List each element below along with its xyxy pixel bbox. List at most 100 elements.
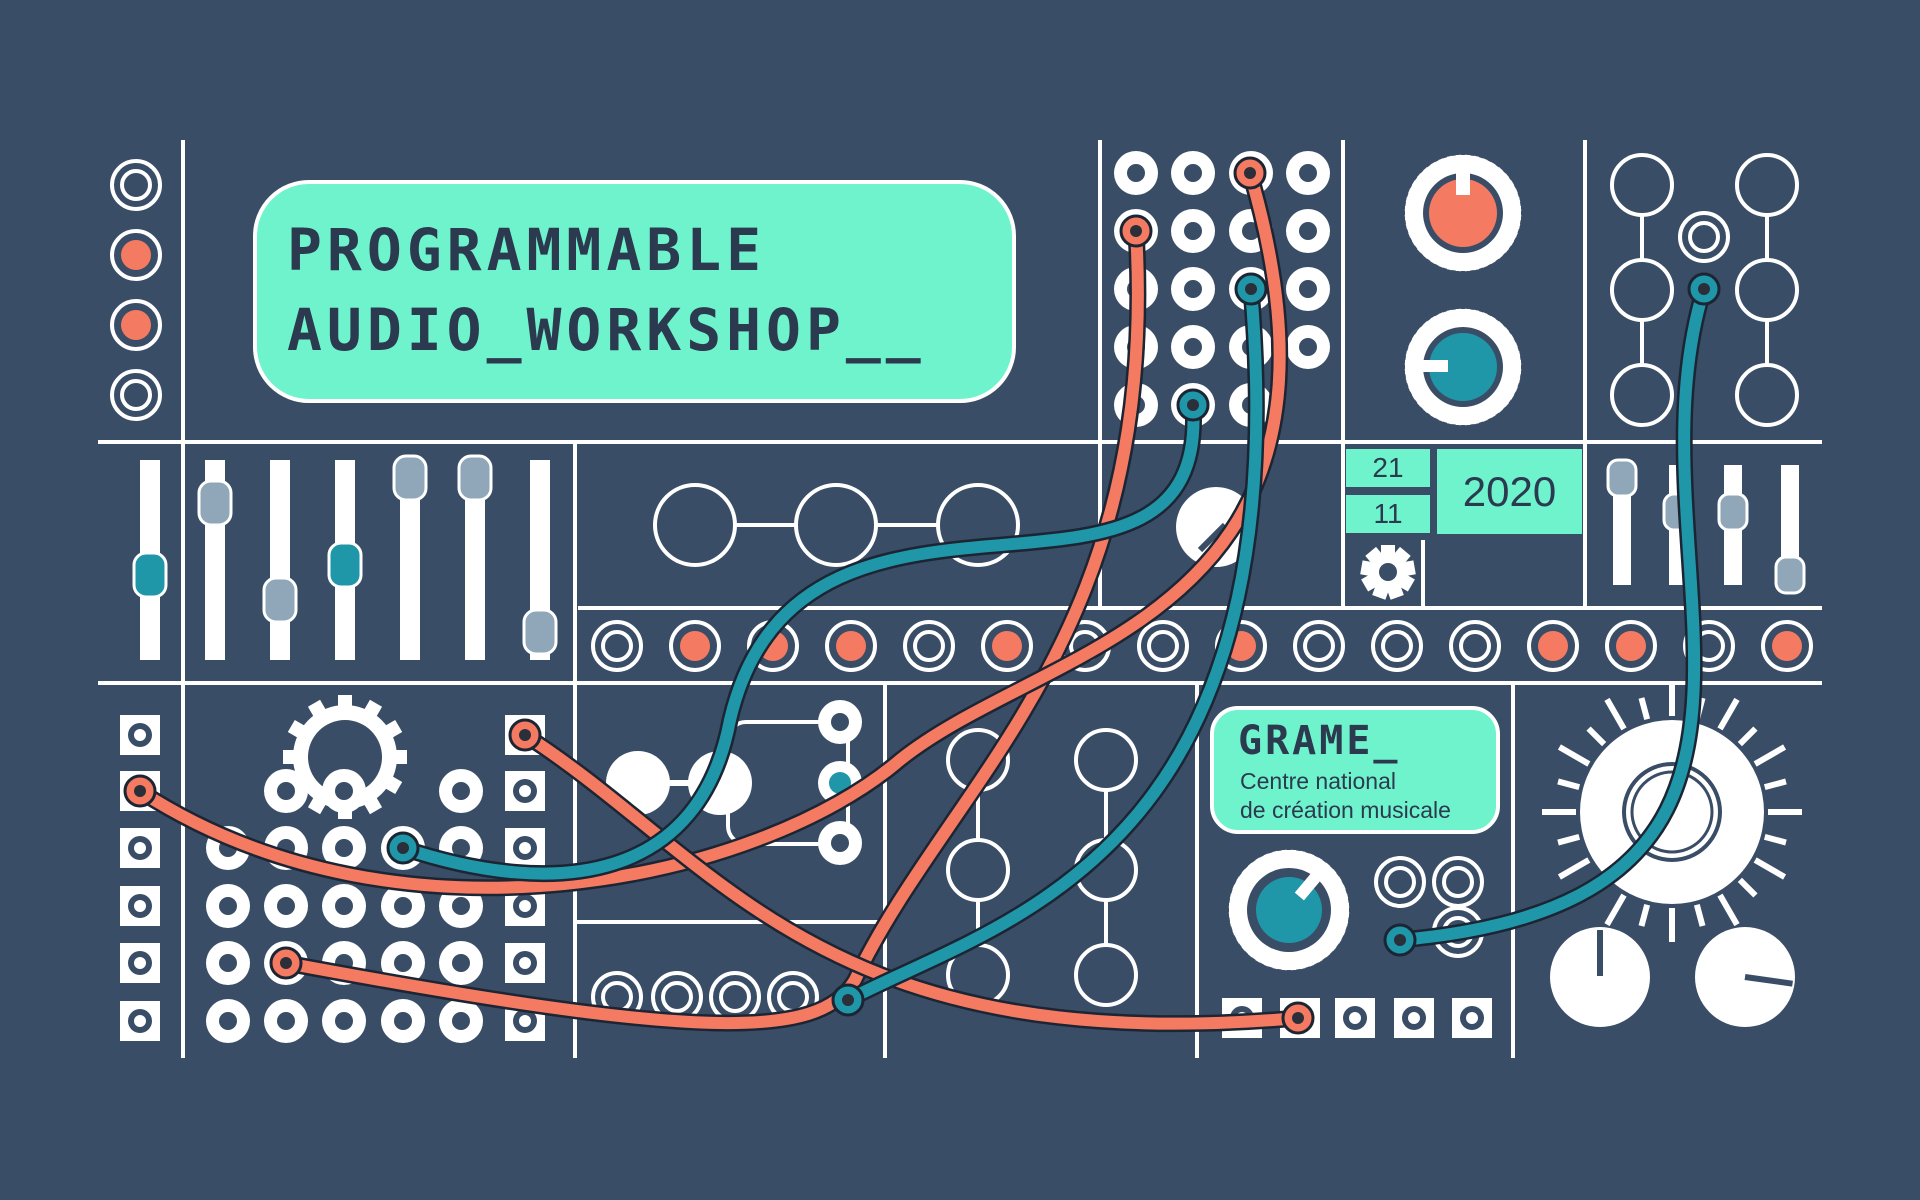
jack-socket-icon (505, 943, 545, 983)
fader-icon (1774, 465, 1806, 595)
node-circle (1735, 363, 1799, 427)
jack-socket-icon (1286, 151, 1330, 195)
patch-cable-icon (386, 388, 1210, 883)
jack-socket-icon (818, 700, 862, 744)
jack-socket-icon (1335, 998, 1375, 1038)
jack-socket-icon (1171, 151, 1215, 195)
jack-socket-icon (1114, 151, 1158, 195)
fader-icon (1717, 465, 1749, 585)
jack-socket-icon (1137, 620, 1189, 672)
node-circle (946, 838, 1010, 902)
organizer-line-1: Centre national (1240, 768, 1396, 794)
jack-socket-icon (825, 620, 877, 672)
jack-socket-icon (1432, 856, 1484, 908)
knob-icon (1404, 308, 1522, 426)
node-circle (794, 483, 878, 567)
organizer-logo: GRAME_ (1238, 718, 1401, 764)
jack-socket-icon (439, 999, 483, 1043)
date-day: 21 (1346, 449, 1430, 487)
jack-socket-icon (1527, 620, 1579, 672)
fader-icon (392, 454, 428, 660)
jack-socket-icon (981, 620, 1033, 672)
patch-cables (123, 156, 1721, 1035)
node-circle (1610, 153, 1674, 217)
fader-icon (132, 460, 168, 660)
jack-socket-icon (120, 1001, 160, 1041)
node-circle (653, 483, 737, 567)
jack-socket-icon (322, 999, 366, 1043)
node-circle (1735, 258, 1799, 322)
patch-cable-icon (831, 272, 1268, 1017)
patch-cable-icon (1383, 272, 1721, 957)
jack-socket-icon (1293, 620, 1345, 672)
panel-components (110, 151, 1813, 1043)
jack-socket-icon (1286, 209, 1330, 253)
fader-icon (457, 454, 493, 660)
knob-icon (1404, 154, 1522, 272)
jack-socket-icon (264, 999, 308, 1043)
date-year: 2020 (1437, 449, 1582, 534)
jack-socket-icon (439, 769, 483, 813)
title-line-2: AUDIO_WORKSHOP__ (287, 296, 926, 364)
gear-icon (1360, 545, 1416, 600)
jack-socket-icon (322, 884, 366, 928)
jack-socket-icon (206, 884, 250, 928)
jack-socket-icon (381, 999, 425, 1043)
jack-socket-icon (110, 159, 162, 211)
organizer-line-2: de création musicale (1240, 797, 1451, 823)
jack-socket-icon (120, 943, 160, 983)
patch-cable-icon (508, 718, 1315, 1035)
jack-socket-icon (709, 971, 761, 1023)
jack-socket-icon (1171, 209, 1215, 253)
jack-socket-icon (1286, 325, 1330, 369)
node-circle (1610, 258, 1674, 322)
jack-socket-icon (505, 828, 545, 868)
jack-socket-icon (264, 884, 308, 928)
fader-icon (1606, 458, 1638, 585)
date-month: 11 (1346, 495, 1430, 533)
node-circle (1074, 943, 1138, 1007)
fader-icon (522, 460, 558, 660)
jack-socket-icon (322, 826, 366, 870)
jack-socket-icon (505, 771, 545, 811)
node-circle (1610, 363, 1674, 427)
node-circle (1735, 153, 1799, 217)
jack-socket-icon (322, 769, 366, 813)
title-line-1: PROGRAMMABLE (287, 216, 767, 284)
node-circle (1074, 728, 1138, 792)
dial-icon (1550, 927, 1650, 1027)
fader-icon (197, 460, 233, 660)
dial-icon (1695, 927, 1795, 1027)
jack-socket-icon (206, 999, 250, 1043)
organizer-panel: GRAME_ Centre national de création music… (1210, 706, 1500, 834)
jack-socket-icon (1371, 620, 1423, 672)
jack-socket-icon (206, 941, 250, 985)
jack-socket-icon (1171, 325, 1215, 369)
jack-socket-icon (381, 884, 425, 928)
jack-socket-icon (1449, 620, 1501, 672)
jack-socket-icon (669, 620, 721, 672)
fader-icon (262, 460, 298, 660)
jack-socket-icon (264, 769, 308, 813)
jack-socket-icon (110, 369, 162, 421)
jack-socket-icon (1171, 267, 1215, 311)
title-panel: PROGRAMMABLE AUDIO_WORKSHOP__ (253, 180, 1016, 403)
jack-socket-icon (818, 821, 862, 865)
jack-socket-icon (591, 620, 643, 672)
jack-socket-icon (1605, 620, 1657, 672)
jack-socket-icon (120, 715, 160, 755)
jack-socket-icon (1286, 267, 1330, 311)
jack-socket-icon (120, 886, 160, 926)
jack-socket-icon (1374, 856, 1426, 908)
jack-socket-icon (110, 299, 162, 351)
knob-icon (1228, 849, 1350, 971)
fader-icon (327, 460, 363, 660)
jack-socket-icon (439, 941, 483, 985)
jack-socket-icon (1394, 998, 1434, 1038)
jack-socket-icon (120, 828, 160, 868)
jack-socket-icon (903, 620, 955, 672)
jack-socket-icon (1761, 620, 1813, 672)
jack-socket-icon (110, 229, 162, 281)
